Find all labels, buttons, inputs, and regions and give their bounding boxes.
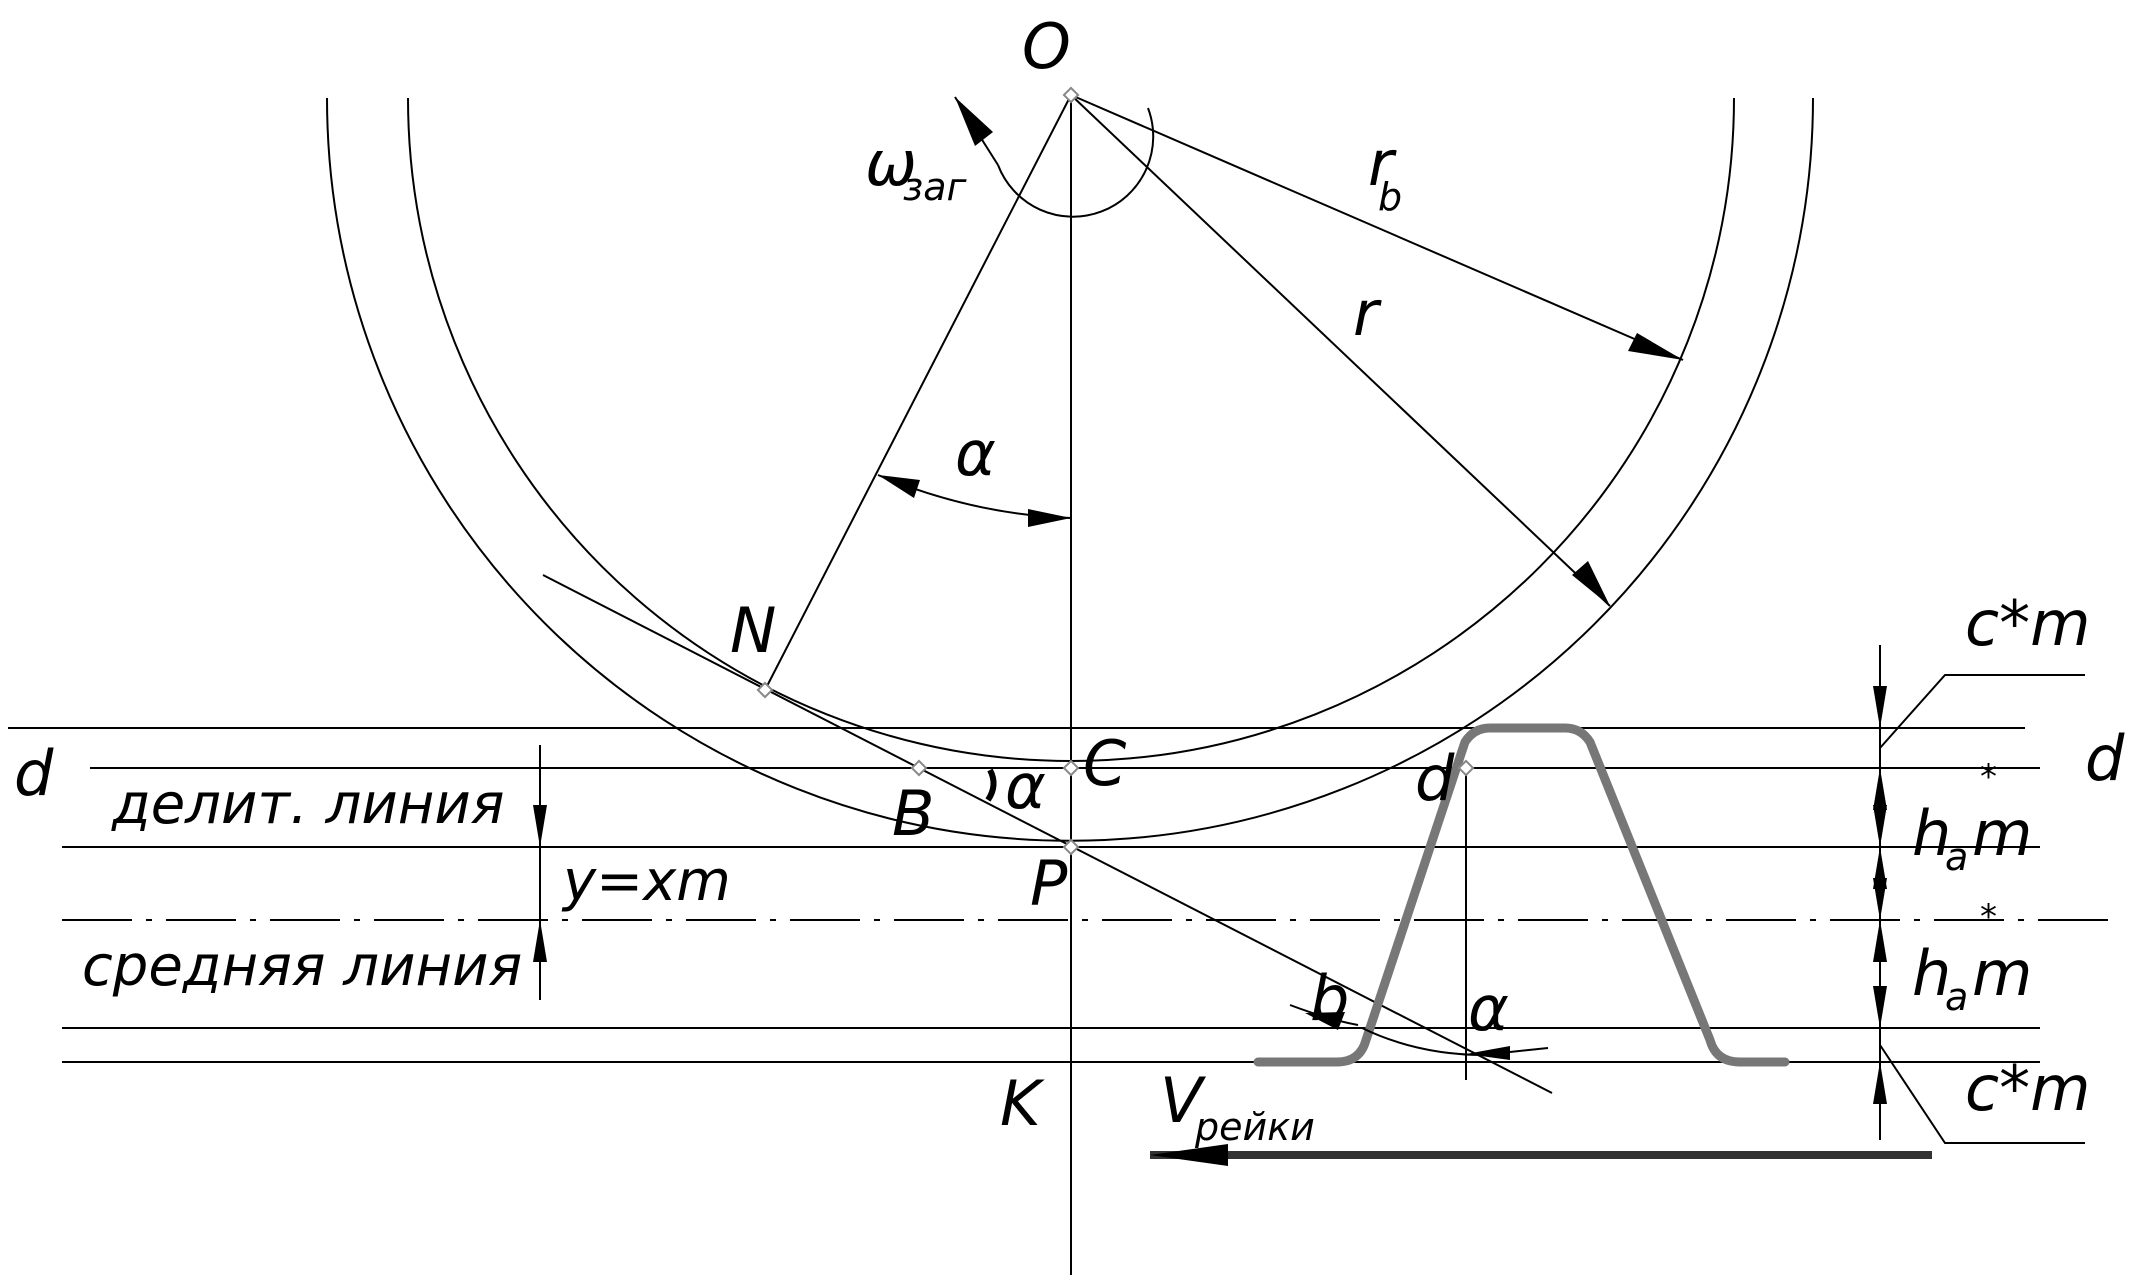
label-omega: ω xyxy=(865,127,917,200)
label-addendum-bot-sub: a xyxy=(1945,975,1968,1019)
label-velocity: V xyxy=(1160,1064,1207,1137)
dim-arrow-8 xyxy=(1873,1062,1887,1104)
point-P-marker xyxy=(1062,838,1080,856)
label-shift: y=xm xyxy=(561,849,731,914)
shift-arrowhead-bottom xyxy=(533,920,547,962)
point-d-marker xyxy=(1457,759,1475,777)
dim-arrow-1 xyxy=(1873,686,1887,728)
label-d-tooth: d xyxy=(1415,742,1455,815)
dim-arrow-2 xyxy=(1873,768,1887,810)
label-rb: r xyxy=(1368,127,1397,200)
arrowhead-rb xyxy=(1628,333,1683,360)
point-C-marker xyxy=(1062,759,1080,777)
label-omega-sub: заг xyxy=(903,165,967,209)
label-d-left: d xyxy=(14,737,54,810)
label-addendum-bot-star: * xyxy=(1980,897,1997,937)
rack-tooth-profile xyxy=(1253,723,1790,1067)
label-velocity-sub: рейки xyxy=(1194,1105,1315,1149)
point-B-marker xyxy=(910,759,928,777)
label-b: b xyxy=(1310,962,1349,1035)
label-N: N xyxy=(730,594,776,667)
dim-arrow-5 xyxy=(1873,878,1887,920)
label-O: O xyxy=(1022,10,1071,83)
label-addendum-top-star: * xyxy=(1980,757,1997,797)
label-r: r xyxy=(1353,277,1382,350)
label-addendum-bot-m: m xyxy=(1972,937,2032,1010)
label-B: B xyxy=(892,777,935,850)
label-pitch-line: делит. линия xyxy=(111,772,504,837)
label-alpha-B: α xyxy=(1005,750,1046,823)
shift-arrowhead-top xyxy=(533,805,547,847)
point-O-marker xyxy=(1062,86,1080,104)
alpha-arc-small xyxy=(985,768,997,802)
alpha-tooth-arrowhead xyxy=(1466,1046,1510,1060)
radius-line-rb xyxy=(1070,94,1684,361)
label-rb-sub: b xyxy=(1378,175,1402,219)
label-addendum-top-m: m xyxy=(1972,797,2032,870)
leader-clearance-top xyxy=(1879,674,2085,749)
label-C: C xyxy=(1083,727,1127,800)
leader-clearance-bottom xyxy=(1879,1044,2085,1144)
omega-arrow-stem xyxy=(954,96,999,166)
rack-velocity-arrowhead xyxy=(1150,1144,1228,1166)
line-of-action xyxy=(542,574,1553,1094)
omega-arrowhead xyxy=(955,97,993,146)
radius-line-N xyxy=(764,94,1072,691)
omega-arc xyxy=(997,107,1155,218)
arrowhead-r xyxy=(1572,561,1610,606)
radius-line-r xyxy=(1070,94,1611,607)
alpha-arrowhead-left xyxy=(878,475,920,498)
alpha-tooth-tick xyxy=(1509,1047,1549,1053)
label-K: K xyxy=(1000,1067,1045,1140)
point-N-marker xyxy=(756,681,774,699)
label-mean-line: средняя линия xyxy=(82,934,522,999)
b-arrowhead xyxy=(1305,1012,1345,1030)
label-addendum-top-h: h xyxy=(1912,797,1951,870)
label-alpha-top: α xyxy=(955,417,996,490)
alpha-arrowhead-right xyxy=(1028,509,1071,527)
label-P: P xyxy=(1030,847,1068,920)
label-addendum-bot-h: h xyxy=(1912,937,1951,1010)
dim-arrow-7 xyxy=(1873,986,1887,1028)
label-alpha-tooth: α xyxy=(1468,972,1509,1045)
label-d-right: d xyxy=(2085,722,2125,795)
dim-arrow-3 xyxy=(1873,805,1887,847)
dim-arrow-6 xyxy=(1873,920,1887,962)
label-addendum-top-sub: a xyxy=(1945,835,1968,879)
label-clearance-bottom: c*m xyxy=(1965,1052,2090,1125)
label-clearance-top: c*m xyxy=(1965,587,2090,660)
